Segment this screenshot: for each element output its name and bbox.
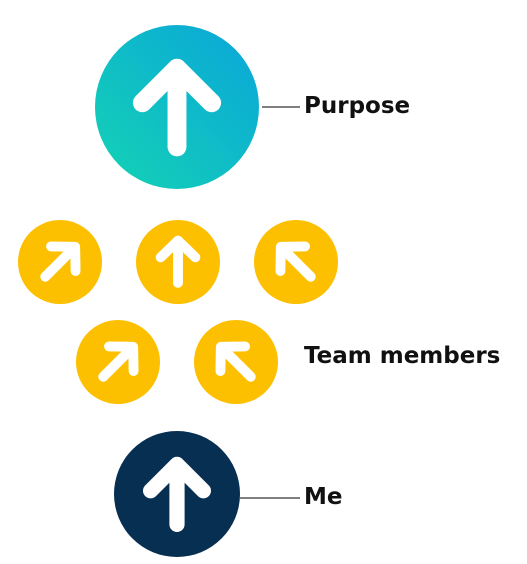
arrow-up-left-icon: [215, 341, 256, 382]
purpose-label: Purpose: [304, 93, 411, 119]
team-members-group: [18, 220, 338, 404]
purpose-node: [95, 25, 259, 189]
arrow-up-right-icon: [98, 341, 139, 382]
me-node: [114, 431, 240, 557]
team-member-node: [254, 220, 338, 304]
me-label: Me: [304, 484, 343, 510]
team-member-node: [194, 320, 278, 404]
team-member-node: [18, 220, 102, 304]
arrow-up-icon: [155, 235, 201, 288]
team-member-node: [76, 320, 160, 404]
arrow-up-right-icon: [40, 241, 81, 282]
arrow-up-icon: [142, 456, 212, 533]
arrow-up-icon: [132, 58, 222, 157]
team-members-label: Team members: [304, 343, 501, 369]
team-member-node: [136, 220, 220, 304]
arrow-up-left-icon: [275, 241, 316, 282]
